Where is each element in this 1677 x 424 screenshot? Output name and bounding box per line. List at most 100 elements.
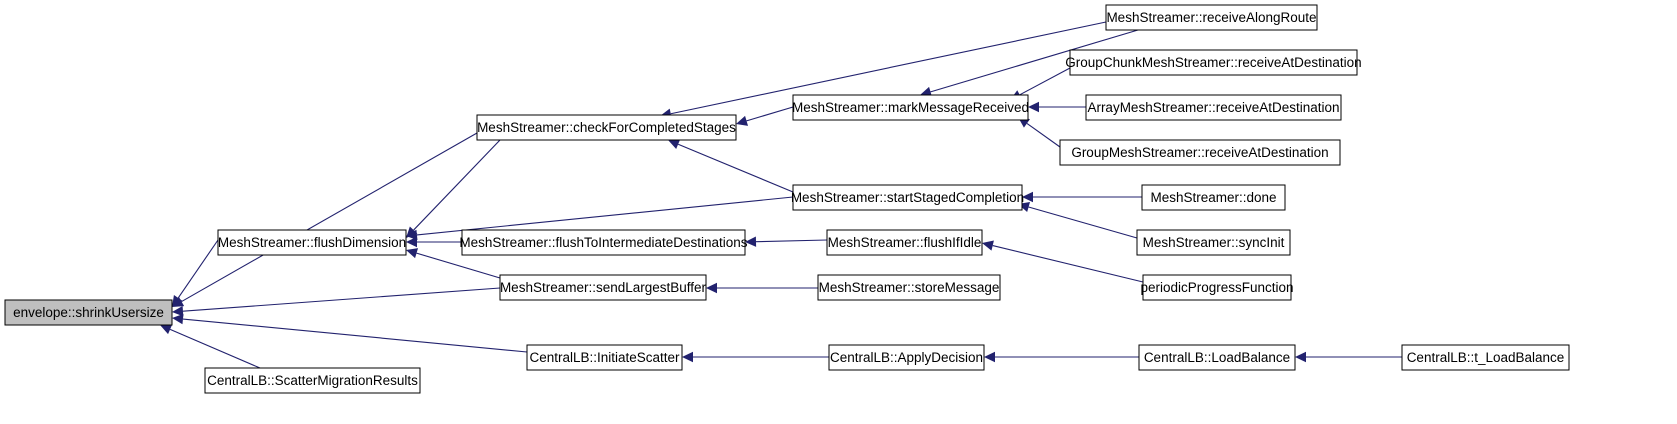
graph-edge-arrowhead [920, 86, 933, 97]
graph-edge [677, 143, 794, 193]
graph-edge [177, 239, 219, 299]
graph-node-sendLargestBuffer[interactable]: MeshStreamer::sendLargestBuffer [499, 274, 707, 301]
graph-edge-arrowhead [172, 297, 185, 307]
graph-edge [670, 21, 1107, 115]
graph-node-label: CentralLB::t_LoadBalance [1407, 350, 1565, 365]
graph-node-label: CentralLB::LoadBalance [1144, 350, 1290, 365]
graph-edge-arrowhead [982, 240, 994, 251]
graph-node-label: MeshStreamer::done [1150, 190, 1276, 205]
graph-node-label: MeshStreamer::flushDimension [218, 235, 406, 250]
graph-node-label: MeshStreamer::checkForCompletedStages [477, 120, 736, 135]
graph-edge [413, 139, 501, 231]
graph-edge [930, 29, 1139, 93]
graph-node-box[interactable] [204, 367, 421, 394]
graph-node-label: MeshStreamer::flushToIntermediateDestina… [459, 235, 747, 250]
graph-edge [746, 106, 794, 122]
graph-node-label: MeshStreamer::sendLargestBuffer [500, 280, 707, 295]
graph-edge-arrowhead [172, 313, 184, 325]
graph-node-applyDecision[interactable]: CentralLB::ApplyDecision [828, 344, 985, 371]
graph-node-box[interactable] [476, 114, 737, 141]
graph-node-box[interactable] [817, 274, 1001, 301]
graph-node-checkForCompletedStages[interactable]: MeshStreamer::checkForCompletedStages [476, 114, 737, 141]
graph-node-tLoadBalance[interactable]: CentralLB::t_LoadBalance [1401, 344, 1570, 371]
graph-node-label: CentralLB::ApplyDecision [830, 350, 983, 365]
graph-edge [182, 287, 501, 312]
graph-node-startStagedCompletion[interactable]: MeshStreamer::startStagedCompletion [791, 184, 1024, 211]
nodes-layer: envelope::shrinkUsersize MeshStreamer::fl… [4, 4, 1570, 394]
graph-node-label: CentralLB::InitiateScatter [529, 350, 680, 365]
graph-edge [1026, 122, 1061, 148]
graph-node-arrayReceiveAtDestination[interactable]: ArrayMeshStreamer::receiveAtDestination [1085, 94, 1342, 121]
graph-node-loadBalance[interactable]: CentralLB::LoadBalance [1138, 344, 1296, 371]
graph-edge-arrowhead [406, 236, 417, 248]
graph-node-box[interactable] [1141, 184, 1286, 211]
graph-node-box[interactable] [217, 229, 407, 256]
graph-edge-arrowhead [406, 248, 419, 259]
graph-node-label: GroupChunkMeshStreamer::receiveAtDestina… [1065, 55, 1361, 70]
graph-node-label: CentralLB::ScatterMigrationResults [207, 373, 418, 388]
graph-edge-arrowhead [1022, 191, 1033, 203]
graph-edge [416, 252, 501, 279]
graph-edge-arrowhead [1028, 101, 1039, 113]
graph-edge-arrowhead [736, 115, 749, 126]
graph-node-box[interactable] [499, 274, 707, 301]
graph-node-box[interactable] [1069, 49, 1358, 76]
graph-node-box[interactable] [4, 299, 173, 326]
graph-node-box[interactable] [1105, 4, 1318, 31]
graph-node-box[interactable] [1138, 344, 1296, 371]
graph-edge-arrowhead [668, 139, 681, 150]
graph-node-flushToIntermediateDestinations[interactable]: MeshStreamer::flushToIntermediateDestina… [459, 229, 748, 256]
graph-edge [182, 318, 528, 353]
graph-node-groupChunkReceiveAtDestination[interactable]: GroupChunkMeshStreamer::receiveAtDestina… [1065, 49, 1362, 76]
graph-edge-arrowhead [1295, 351, 1306, 363]
graph-edge [181, 132, 478, 303]
graph-node-label: periodicProgressFunction [1140, 280, 1293, 295]
graph-edge [416, 196, 794, 236]
graph-edge-arrowhead [406, 229, 418, 241]
graph-node-box[interactable] [1401, 344, 1570, 371]
graph-node-box[interactable] [826, 229, 983, 256]
graph-node-label: envelope::shrinkUsersize [13, 305, 164, 320]
graph-node-initiateScatter[interactable]: CentralLB::InitiateScatter [526, 344, 683, 371]
graph-node-box[interactable] [526, 344, 683, 371]
graph-node-periodicProgressFunction[interactable]: periodicProgressFunction [1140, 274, 1294, 301]
graph-edge-arrowhead [745, 236, 757, 247]
graph-edge-arrowhead [706, 282, 717, 294]
graph-node-box[interactable] [1136, 229, 1291, 256]
graph-node-label: MeshStreamer::storeMessage [819, 280, 1000, 295]
graph-node-box[interactable] [1059, 139, 1341, 166]
graph-edge [1019, 67, 1071, 96]
graph-node-label: MeshStreamer::startStagedCompletion [791, 190, 1024, 205]
graph-node-label: ArrayMeshStreamer::receiveAtDestination [1087, 100, 1339, 115]
graph-edge-arrowhead [984, 351, 995, 363]
graph-node-shrinkUsersize[interactable]: envelope::shrinkUsersize [4, 299, 173, 326]
graph-edge [755, 239, 828, 243]
graph-node-syncInit[interactable]: MeshStreamer::syncInit [1136, 229, 1291, 256]
graph-node-markMessageReceived[interactable]: MeshStreamer::markMessageReceived [792, 94, 1029, 121]
graph-node-box[interactable] [792, 184, 1023, 211]
graph-node-done[interactable]: MeshStreamer::done [1141, 184, 1286, 211]
graph-node-label: GroupMeshStreamer::receiveAtDestination [1071, 145, 1328, 160]
graph-edge [1028, 206, 1138, 239]
graph-node-receiveAlongRoute[interactable]: MeshStreamer::receiveAlongRoute [1105, 4, 1318, 31]
graph-node-box[interactable] [1085, 94, 1342, 121]
graph-node-box[interactable] [461, 229, 746, 256]
graph-node-flushIfIdle[interactable]: MeshStreamer::flushIfIdle [826, 229, 983, 256]
graph-node-box[interactable] [1142, 274, 1292, 301]
graph-edge [169, 328, 261, 369]
graph-node-scatterMigrationResults[interactable]: CentralLB::ScatterMigrationResults [204, 367, 421, 394]
graph-edge [992, 245, 1144, 283]
graph-edge-arrowhead [160, 324, 173, 335]
graph-node-flushDimension[interactable]: MeshStreamer::flushDimension [217, 229, 407, 256]
graph-node-box[interactable] [828, 344, 985, 371]
graph-edge-arrowhead [682, 351, 693, 363]
graph-node-label: MeshStreamer::receiveAlongRoute [1106, 10, 1316, 25]
graph-node-box[interactable] [792, 94, 1029, 121]
graph-node-label: MeshStreamer::markMessageReceived [792, 100, 1029, 115]
graph-node-storeMessage[interactable]: MeshStreamer::storeMessage [817, 274, 1001, 301]
graph-node-groupReceiveAtDestination[interactable]: GroupMeshStreamer::receiveAtDestination [1059, 139, 1341, 166]
graph-edge-arrowhead [172, 306, 184, 317]
graph-node-label: MeshStreamer::flushIfIdle [828, 235, 982, 250]
